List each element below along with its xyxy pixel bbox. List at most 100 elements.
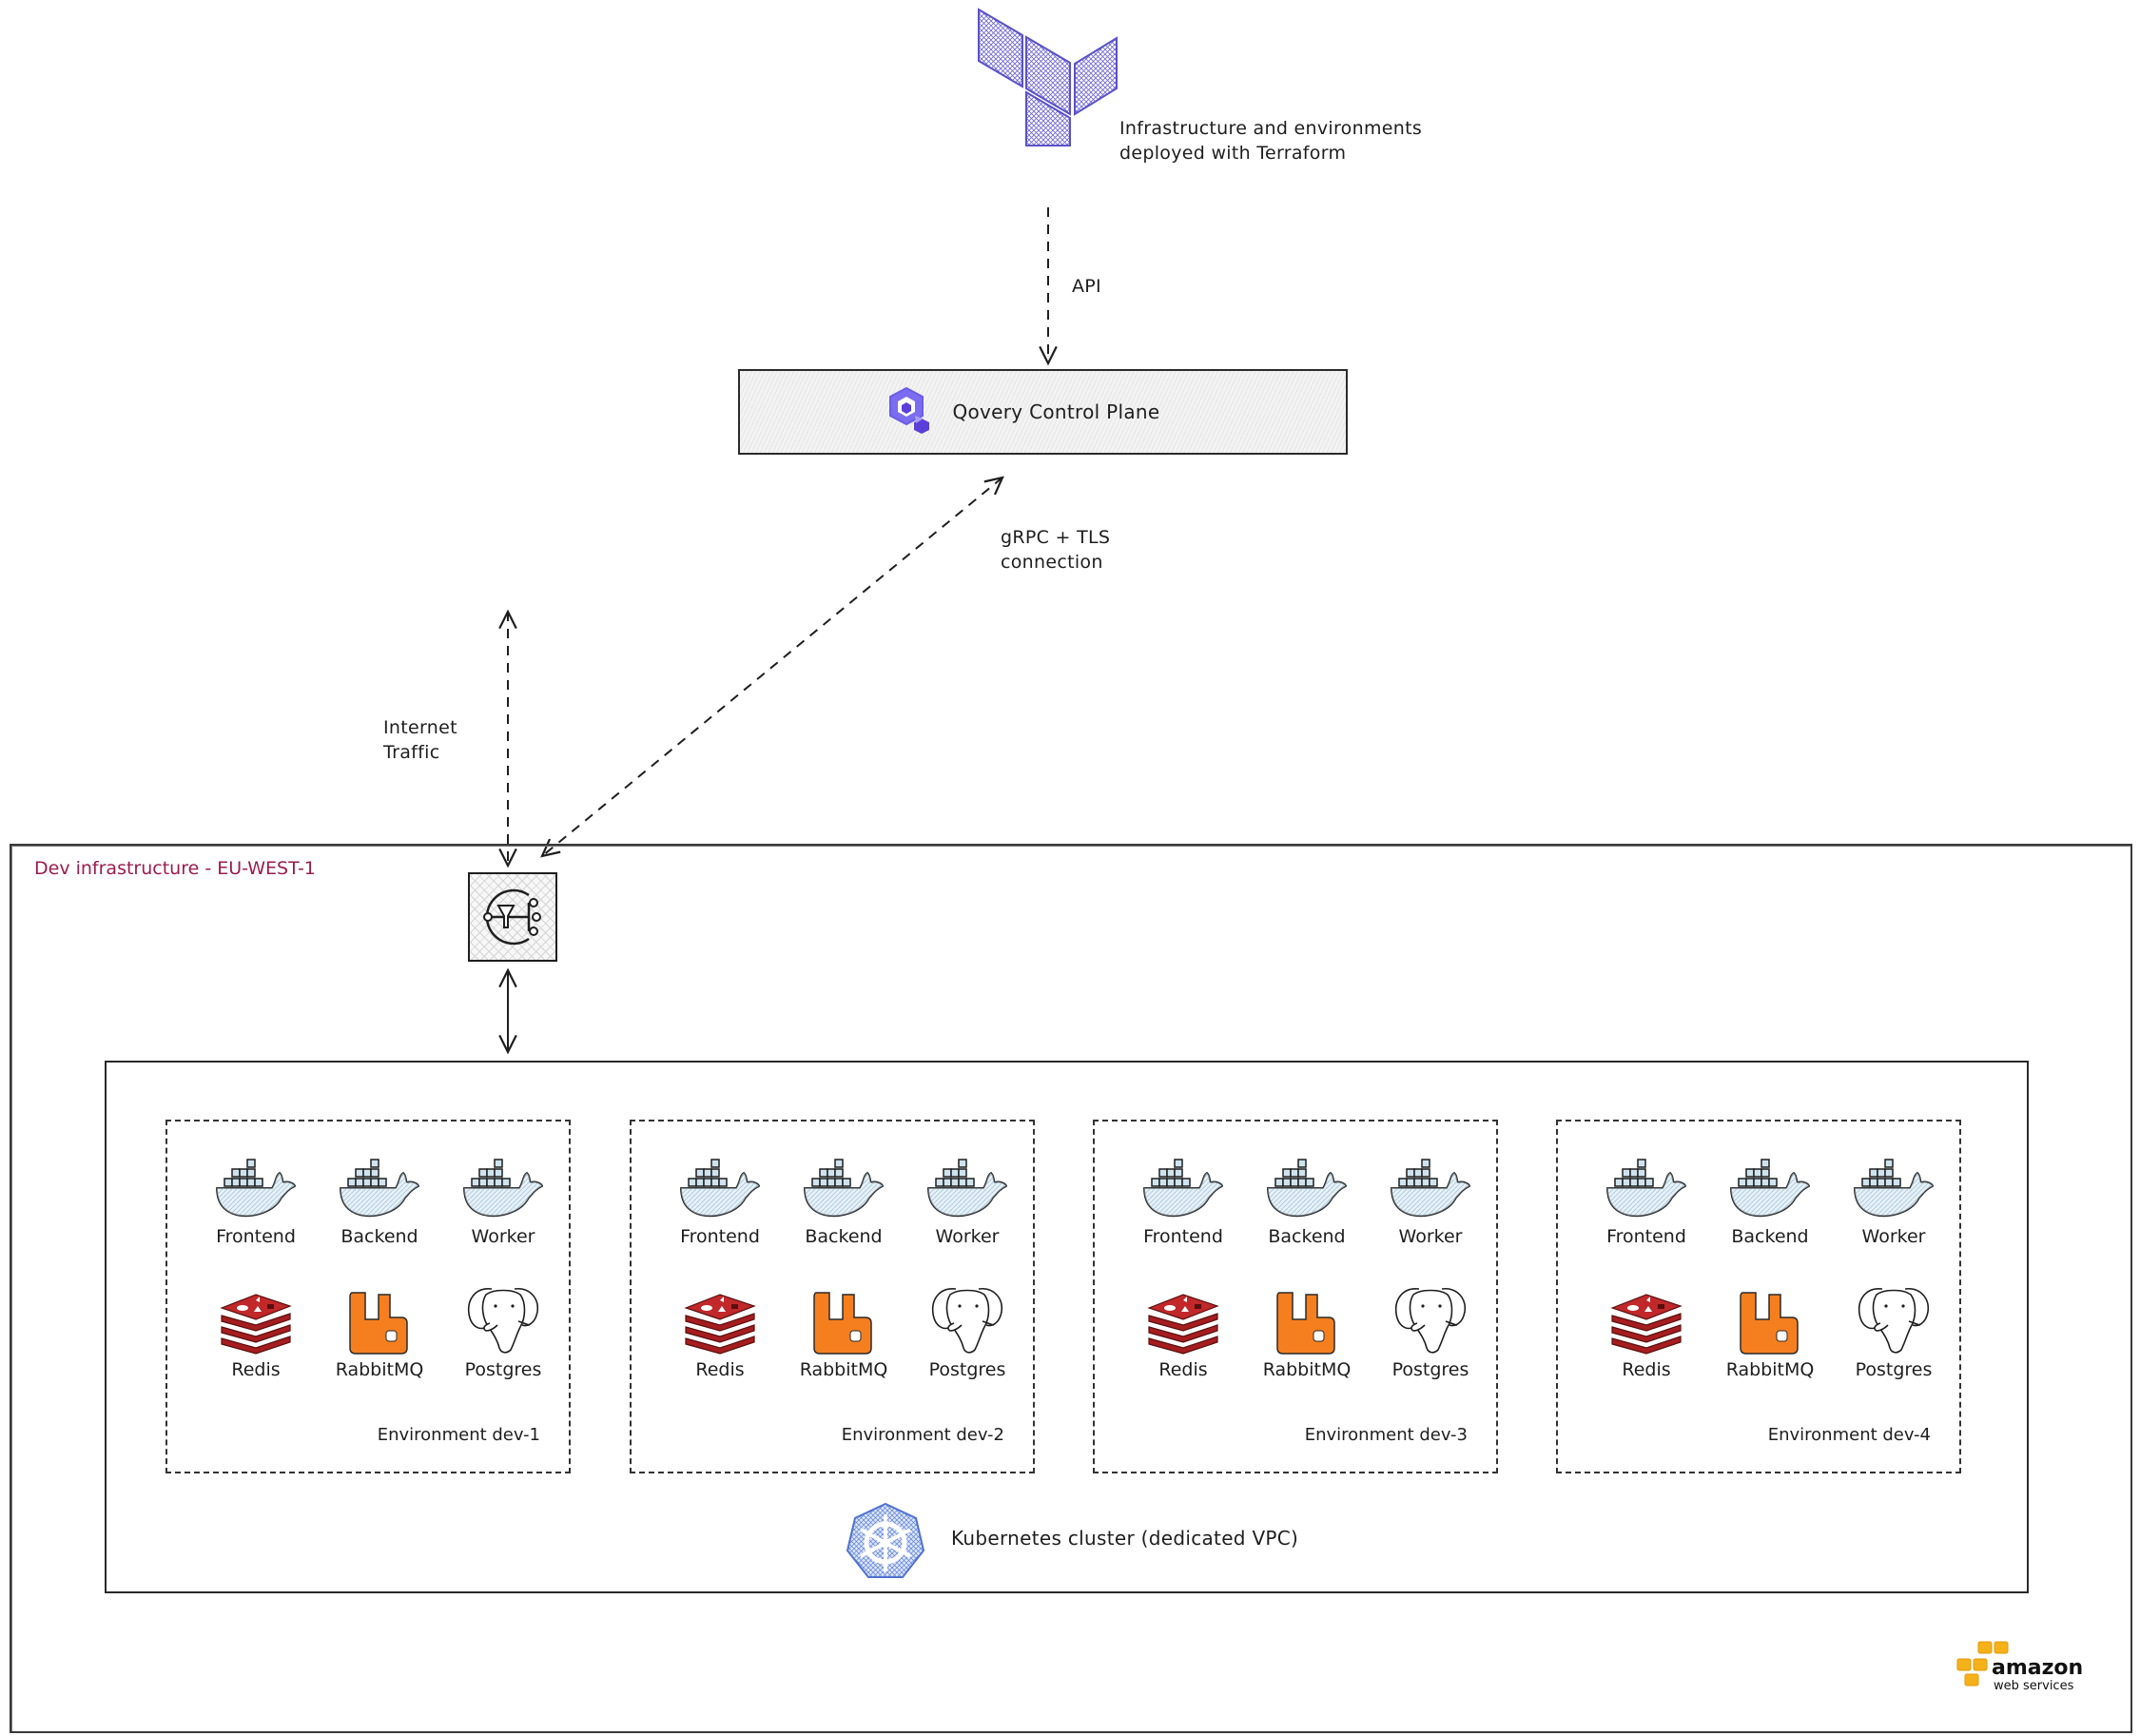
kubernetes-cluster — [105, 1061, 2029, 1593]
service-label: Frontend — [1606, 1226, 1686, 1247]
service-backend[interactable]: Backend — [791, 1148, 896, 1247]
terraform-caption-line1: Infrastructure and environments — [1119, 118, 1423, 139]
service-frontend[interactable]: Frontend — [204, 1148, 308, 1247]
qovery-control-plane[interactable]: Qovery Control Plane — [738, 369, 1348, 455]
service-label: RabbitMQ — [1725, 1359, 1815, 1380]
grpc-label: gRPC + TLS connection — [1001, 525, 1110, 575]
dev-infrastructure-region — [10, 844, 2132, 1733]
service-label: Postgres — [464, 1359, 542, 1380]
internet-label-line1: Internet — [383, 717, 457, 738]
internet-traffic-label: Internet Traffic — [383, 715, 457, 765]
service-label: Worker — [935, 1226, 1000, 1247]
redis-icon — [1594, 1281, 1699, 1356]
service-label: Postgres — [1391, 1359, 1469, 1380]
terraform-caption-line2: deployed with Terraform — [1119, 143, 1347, 164]
service-label: Redis — [231, 1359, 281, 1380]
service-worker[interactable]: Worker — [915, 1148, 1020, 1247]
environment-label: Environment dev-2 — [841, 1425, 1004, 1445]
grpc-label-line2: connection — [1001, 552, 1103, 573]
redis-icon — [668, 1281, 772, 1356]
service-rabbitmq[interactable]: RabbitMQ — [791, 1281, 896, 1380]
docker-icon — [1131, 1148, 1235, 1222]
internet-label-line2: Traffic — [383, 742, 440, 763]
service-redis[interactable]: Redis — [204, 1281, 308, 1380]
service-label: RabbitMQ — [1262, 1359, 1352, 1380]
service-frontend[interactable]: Frontend — [1594, 1148, 1699, 1247]
service-label: Postgres — [928, 1359, 1006, 1380]
api-label: API — [1072, 276, 1101, 297]
rabbitmq-icon — [791, 1281, 896, 1356]
service-label: Backend — [1731, 1226, 1809, 1247]
service-postgres[interactable]: Postgres — [1378, 1281, 1483, 1380]
control-plane-label: Qovery Control Plane — [952, 400, 1160, 423]
service-label: Worker — [1861, 1226, 1926, 1247]
terraform-caption: Infrastructure and environments deployed… — [1119, 116, 1422, 166]
grpc-arrow — [542, 478, 1002, 856]
docker-icon — [1378, 1148, 1483, 1222]
service-label: Backend — [1268, 1226, 1346, 1247]
redis-icon — [1131, 1281, 1235, 1356]
service-label: RabbitMQ — [335, 1359, 424, 1380]
service-backend[interactable]: Backend — [1255, 1148, 1359, 1247]
postgres-icon — [1378, 1281, 1483, 1356]
rabbitmq-icon — [327, 1281, 432, 1356]
aws-logo: amazon web services — [1955, 1638, 2098, 1701]
grpc-label-line1: gRPC + TLS — [1001, 527, 1111, 548]
infrastructure-title: Dev infrastructure - EU-WEST-1 — [34, 858, 316, 879]
service-label: Postgres — [1855, 1359, 1933, 1380]
aws-logo-line2: web services — [1994, 1679, 2074, 1693]
redis-icon — [204, 1281, 308, 1356]
service-worker[interactable]: Worker — [451, 1148, 555, 1247]
terraform-logo-icon — [977, 7, 1119, 147]
aws-cubes-icon — [1956, 1641, 2009, 1687]
service-label: Redis — [695, 1359, 745, 1380]
service-frontend[interactable]: Frontend — [1131, 1148, 1235, 1247]
docker-icon — [327, 1148, 432, 1222]
service-worker[interactable]: Worker — [1841, 1148, 1946, 1247]
service-label: Frontend — [680, 1226, 760, 1247]
load-balancer[interactable] — [468, 872, 557, 962]
service-label: Frontend — [216, 1226, 296, 1247]
docker-icon — [451, 1148, 555, 1222]
service-backend[interactable]: Backend — [1718, 1148, 1822, 1247]
environment-label: Environment dev-1 — [377, 1425, 540, 1445]
aws-logo-line1: amazon — [1992, 1656, 2084, 1680]
service-postgres[interactable]: Postgres — [1841, 1281, 1946, 1380]
kubernetes-cluster-label: Kubernetes cluster (dedicated VPC) — [951, 1527, 1299, 1550]
service-label: Worker — [1398, 1226, 1463, 1247]
service-postgres[interactable]: Postgres — [915, 1281, 1020, 1380]
service-label: Backend — [805, 1226, 883, 1247]
qovery-logo-icon — [887, 386, 935, 438]
service-rabbitmq[interactable]: RabbitMQ — [1255, 1281, 1359, 1380]
service-backend[interactable]: Backend — [327, 1148, 432, 1247]
service-redis[interactable]: Redis — [1131, 1281, 1235, 1380]
service-label: Redis — [1622, 1359, 1671, 1380]
service-frontend[interactable]: Frontend — [668, 1148, 772, 1247]
docker-icon — [1841, 1148, 1946, 1222]
service-label: RabbitMQ — [799, 1359, 888, 1380]
environment-label: Environment dev-4 — [1767, 1425, 1931, 1445]
rabbitmq-icon — [1255, 1281, 1359, 1356]
service-label: Redis — [1158, 1359, 1208, 1380]
docker-icon — [1594, 1148, 1699, 1222]
load-balancer-icon — [483, 888, 541, 946]
docker-icon — [915, 1148, 1020, 1222]
service-label: Backend — [340, 1226, 418, 1247]
docker-icon — [668, 1148, 772, 1222]
service-redis[interactable]: Redis — [1594, 1281, 1699, 1380]
environment-label: Environment dev-3 — [1304, 1425, 1468, 1445]
service-rabbitmq[interactable]: RabbitMQ — [1718, 1281, 1822, 1380]
service-label: Worker — [471, 1226, 535, 1247]
postgres-icon — [451, 1281, 555, 1356]
rabbitmq-icon — [1718, 1281, 1822, 1356]
service-postgres[interactable]: Postgres — [451, 1281, 555, 1380]
service-worker[interactable]: Worker — [1378, 1148, 1483, 1247]
service-rabbitmq[interactable]: RabbitMQ — [327, 1281, 432, 1380]
kubernetes-icon — [845, 1501, 926, 1583]
service-label: Frontend — [1143, 1226, 1223, 1247]
service-redis[interactable]: Redis — [668, 1281, 772, 1380]
